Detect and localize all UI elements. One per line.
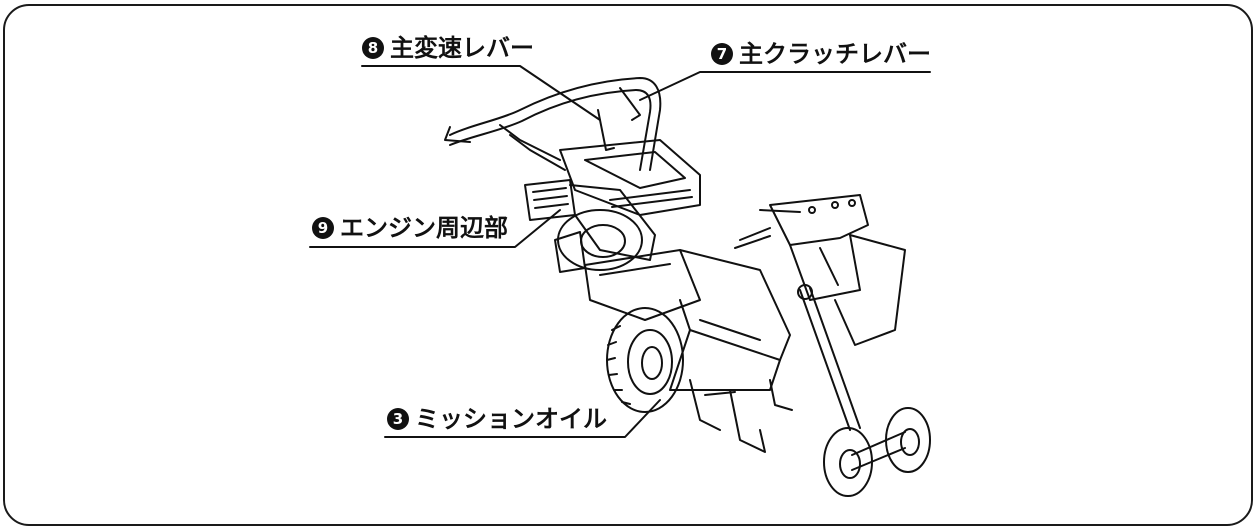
callout-label: 主クラッチレバー bbox=[739, 40, 931, 68]
leader-line-7 bbox=[639, 71, 931, 101]
callout-label: ミッションオイル bbox=[415, 405, 607, 433]
callout-main-shift-lever: 8 主変速レバー bbox=[362, 36, 534, 60]
callout-label: エンジン周辺部 bbox=[340, 214, 508, 242]
engine bbox=[524, 179, 656, 273]
tines bbox=[689, 379, 793, 453]
callout-label: 主変速レバー bbox=[390, 34, 534, 62]
number-badge: 8 bbox=[362, 37, 384, 59]
callout-transmission-oil: 3 ミッションオイル bbox=[387, 407, 607, 431]
number-badge: 7 bbox=[711, 43, 733, 65]
callout-main-clutch-lever: 7 主クラッチレバー bbox=[711, 42, 931, 66]
leader-line-9 bbox=[309, 209, 561, 248]
callout-engine-area: 9 エンジン周辺部 bbox=[312, 216, 508, 240]
leader-line-8 bbox=[361, 65, 601, 121]
guide-wheels bbox=[823, 407, 931, 497]
rear-cover bbox=[759, 194, 906, 346]
gear-case bbox=[584, 249, 791, 391]
number-badge: 3 bbox=[387, 408, 409, 430]
console bbox=[559, 139, 701, 216]
handlebar bbox=[444, 77, 662, 171]
drive-wheel bbox=[606, 307, 684, 413]
leader-lines bbox=[309, 65, 931, 438]
number-badge: 9 bbox=[312, 217, 334, 239]
depth-lever bbox=[734, 227, 861, 431]
